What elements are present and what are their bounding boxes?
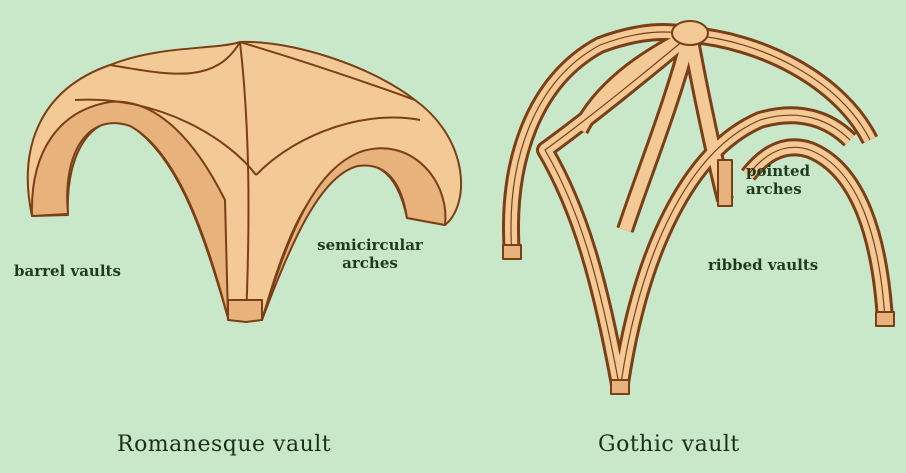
label-semicircular-arches: semicircular arches (300, 236, 440, 272)
label-pointed-line1: pointed (746, 162, 810, 180)
caption-romanesque-vault: Romanesque vault (117, 432, 331, 457)
label-pointed-arches: pointed arches (746, 162, 810, 198)
gothic-vault-illustration (503, 21, 894, 394)
label-semicircular-line2: arches (300, 254, 440, 272)
pointed-arch-post (718, 160, 732, 206)
rib-end (503, 245, 521, 259)
rib-end (876, 312, 894, 326)
romanesque-pillar (228, 300, 262, 322)
label-barrel-vaults: barrel vaults (14, 262, 121, 280)
rib-end (611, 380, 629, 394)
label-pointed-line2: arches (746, 180, 810, 198)
label-ribbed-vaults: ribbed vaults (708, 256, 818, 274)
label-semicircular-line1: semicircular (300, 236, 440, 254)
caption-gothic-vault: Gothic vault (598, 432, 740, 457)
keystone-boss (672, 21, 708, 45)
